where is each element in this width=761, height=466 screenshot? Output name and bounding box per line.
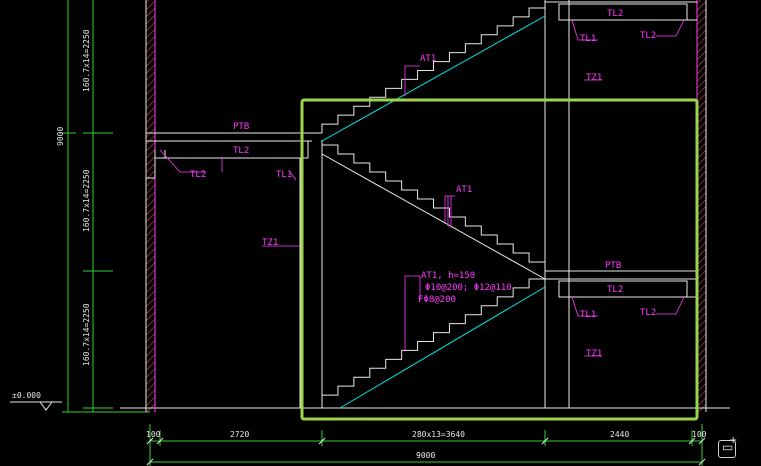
label-ptb-left: PTB [233, 122, 249, 132]
label-tl1-top: TL1 [580, 34, 596, 44]
dimension-ticks [146, 437, 706, 466]
selection-highlight-box [300, 98, 699, 421]
top-right-landing [545, 1, 697, 21]
dim-100-left: 100 [146, 430, 161, 439]
dim-100-right: 100 [692, 430, 707, 439]
upper-flight-soffit [321, 15, 546, 142]
dim-total: 9000 [416, 451, 435, 460]
image-add-icon[interactable]: ▭ + [718, 435, 737, 458]
label-spec-line1: AT1, h=150 [421, 271, 475, 281]
label-at1-top: AT1 [420, 54, 436, 64]
label-tz1-left: TZ1 [262, 238, 278, 248]
middle-flight-soffit [321, 153, 546, 280]
label-tl2-top-a: TL2 [607, 9, 623, 19]
label-tl2-left: TL2 [190, 170, 206, 180]
dim-run: 280x13=3640 [412, 430, 465, 439]
label-tl1-mid: TL1 [580, 310, 596, 320]
label-spec-line2: Φ10@200; Φ12@110 [425, 283, 512, 293]
left-landing [146, 132, 322, 179]
horizontal-dimension-chain [149, 424, 703, 466]
tz1-left-column [299, 140, 323, 408]
vertical-dimension-chain [60, 0, 150, 413]
label-tl2-mid-b: TL2 [640, 308, 656, 318]
dim-2440: 2440 [610, 430, 629, 439]
mid-right-landing [545, 270, 697, 298]
right-wall-hatch [697, 0, 706, 412]
lower-flight-soffit [339, 286, 546, 409]
dim-2720: 2720 [230, 430, 249, 439]
middle-flight-steps [322, 144, 546, 271]
dim-seg-mid: 160.7x14=2250 [82, 169, 91, 232]
dim-vertical-total: 9000 [56, 127, 65, 146]
dim-seg-top: 160.7x14=2250 [82, 29, 91, 92]
center-columns [544, 0, 570, 408]
dim-seg-bot: 160.7x14=2250 [82, 303, 91, 366]
label-tl2-top-b: TL2 [640, 31, 656, 41]
label-tl2-mid-a: TL2 [607, 285, 623, 295]
label-ptb-right: PTB [605, 261, 621, 271]
label-tz1-mid: TZ1 [586, 349, 602, 359]
annotation-leaders [159, 19, 685, 357]
label-tz1-top: TZ1 [586, 73, 602, 83]
label-tl1-left: TL1 [276, 170, 292, 180]
level-marker [10, 401, 62, 411]
level-label: ±0.000 [12, 391, 41, 400]
label-at1-mid: AT1 [456, 185, 472, 195]
upper-flight-steps [321, 7, 545, 133]
left-wall-hatch [146, 0, 155, 412]
label-tl2-left-beam: TL2 [233, 146, 249, 156]
label-spec-line3: FΦ8@200 [418, 295, 456, 305]
lower-flight-steps [321, 278, 545, 404]
